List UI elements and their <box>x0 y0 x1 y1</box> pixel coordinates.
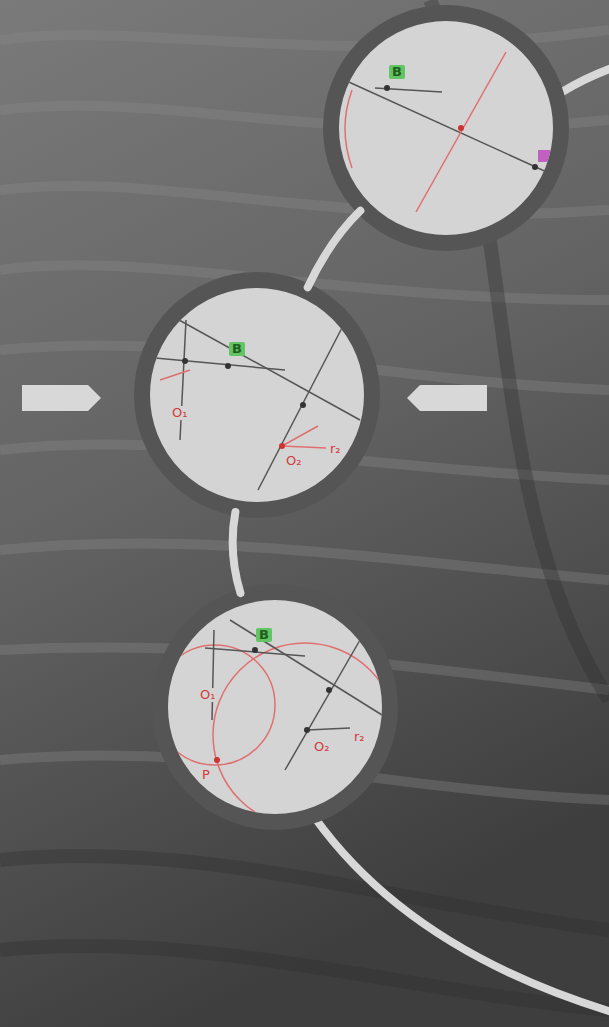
geometry-label: O₁ <box>198 688 217 702</box>
point-label: B <box>389 65 405 79</box>
thumbnail-circle: B <box>323 5 569 251</box>
geometry-label: P <box>200 768 212 782</box>
thumbnail-circle: B O₁ O₂ r₂ P <box>152 584 398 830</box>
thumbnail-circle: B O₁ O₂ r₂ <box>134 272 380 518</box>
point-label: B <box>229 342 245 356</box>
arc-connector <box>233 512 241 593</box>
geometry-label: O₂ <box>312 740 331 754</box>
geometry-label: O₁ <box>170 406 189 420</box>
point-label: B <box>256 628 272 642</box>
geometry-label: r₂ <box>328 442 343 456</box>
geometry-label: r₂ <box>352 730 367 744</box>
arc-connector <box>308 211 361 288</box>
geometry-label: O₂ <box>284 454 303 468</box>
